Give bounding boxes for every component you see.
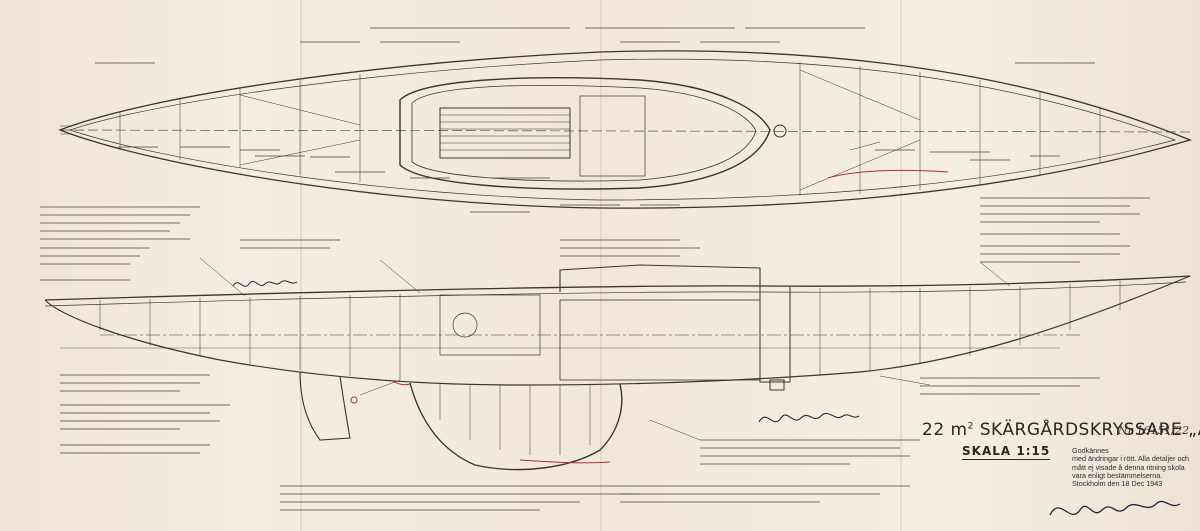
paper-fold — [300, 0, 302, 531]
profile-view — [44, 257, 1191, 471]
red-correction-marks — [350, 169, 949, 464]
paper-fold — [900, 0, 902, 531]
approval-line: mått ej visade å denna ritning skola — [1072, 462, 1185, 472]
signature — [232, 280, 298, 287]
drawing-number: Nr 16151/22 — [1118, 424, 1190, 437]
title-block: 22 m2 SKÄRGÅRDSKRYSSARE „A” SKALA 1:15 — [922, 420, 1200, 468]
signature — [758, 412, 860, 423]
approval-stamp: Godkännes med ändringar i rött. Alla det… — [1072, 446, 1197, 489]
signature — [1049, 500, 1181, 516]
approval-line: vara enligt bestämmelserna. — [1072, 470, 1163, 480]
handwritten-notes — [40, 27, 1150, 511]
drawing-scale: SKALA 1:15 — [962, 444, 1051, 460]
approval-line: Godkännes — [1072, 446, 1109, 455]
approval-line: med ändringar i rött. Alla detaljer och — [1072, 454, 1190, 464]
deck-plan-view — [58, 50, 1192, 209]
approval-line: Stockholm den 18 Dec 1943 — [1072, 479, 1163, 489]
drawing-title: 22 m2 SKÄRGÅRDSKRYSSARE „A” — [922, 420, 1200, 440]
paper-fold — [600, 0, 602, 531]
